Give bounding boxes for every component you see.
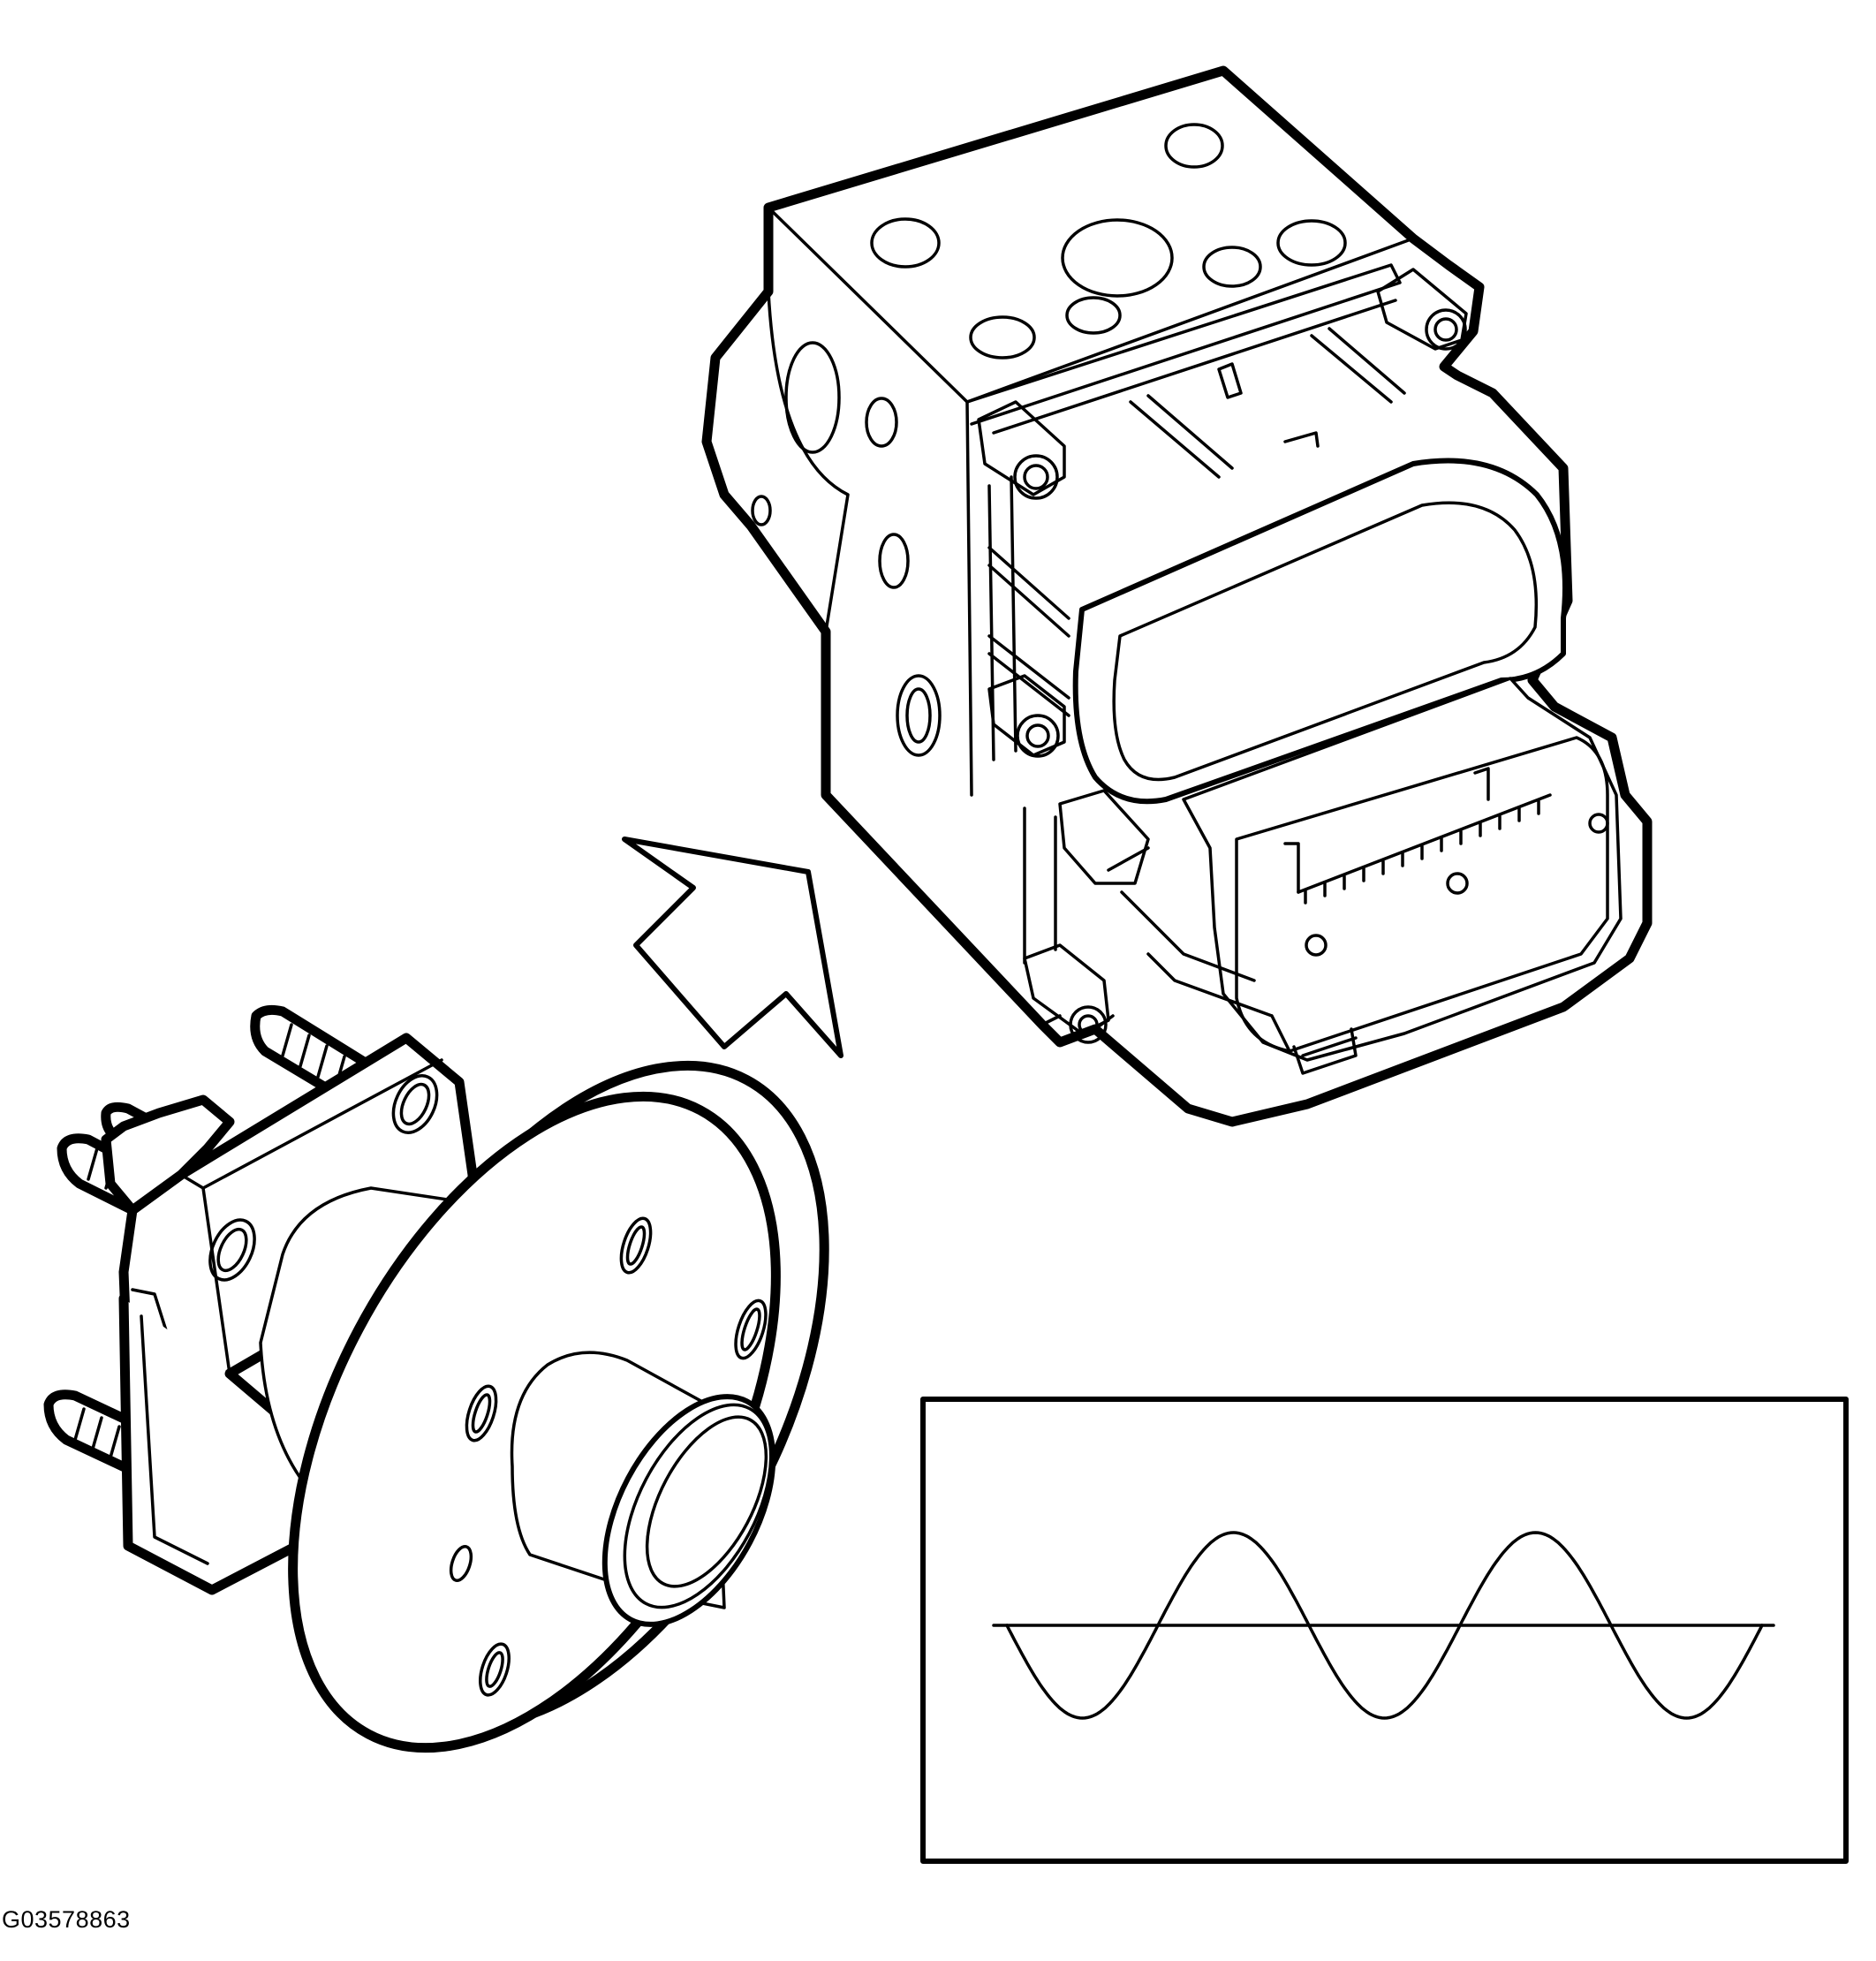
wheel-hub-bearing-assembly — [43, 1004, 829, 1753]
signal-panel-frame — [920, 1397, 1849, 1864]
hub-lug-hole-3 — [465, 1384, 498, 1442]
hub-lug-hole-5-inner — [485, 1651, 504, 1688]
hub-lug-hole-2 — [734, 1298, 768, 1360]
abs-side-face-curve — [767, 290, 850, 633]
abs-connector-housing — [1182, 677, 1623, 1062]
figure-id-label: G03578863 — [2, 1906, 131, 1933]
abs-frame-tab-2 — [1283, 431, 1320, 448]
flange-bolt-hole-2 — [208, 1218, 256, 1282]
abs-bolt-top-right — [1376, 268, 1468, 351]
abs-connector-screw-1 — [1588, 813, 1609, 834]
hub-lug-hole-3-inner — [471, 1393, 492, 1434]
abs-frame-rail — [965, 263, 1402, 426]
abs-port-5 — [1202, 246, 1262, 288]
hub-pilot-ring — [623, 1403, 773, 1609]
abs-connector-pins — [1297, 793, 1552, 905]
abs-bolt-upper-left — [977, 400, 1066, 500]
abs-lower-bracket — [1058, 789, 1256, 982]
abs-side-port-2 — [865, 397, 898, 448]
abs-port-1 — [1164, 123, 1224, 169]
abs-port-3 — [1061, 218, 1174, 298]
wheel-speed-signal-panel — [920, 1397, 1849, 1864]
abs-port-4 — [1276, 219, 1347, 267]
abs-bottom-tab — [1292, 1027, 1358, 1075]
hub-rear-boss — [101, 1094, 235, 1215]
abs-side-port-5 — [896, 674, 942, 757]
hub-lug-hole-4 — [449, 1544, 473, 1583]
abs-lower-bracket-2 — [1023, 806, 1291, 1053]
abs-control-cover-lip — [1073, 608, 1097, 779]
hub-lug-hole-1 — [619, 1216, 653, 1275]
signal-sine-waveform — [1005, 1531, 1764, 1720]
abs-modulator-module — [701, 65, 1653, 1127]
abs-connector-screw-2 — [1446, 872, 1469, 895]
abs-port-6 — [1065, 296, 1122, 335]
abs-connector-face — [1235, 736, 1609, 1053]
abs-frame-rail-inner — [992, 299, 1397, 435]
flange-bolt-hole-2-inner — [216, 1227, 248, 1273]
signal-direction-arrow — [622, 837, 843, 1058]
abs-bolt-lower-left — [1023, 943, 1110, 1044]
abs-side-ladder — [987, 475, 1070, 761]
hub-lug-hole-1-inner — [625, 1225, 647, 1266]
flange-bolt-hole-1-inner — [399, 1082, 431, 1126]
hub-lug-hole-5 — [479, 1642, 511, 1697]
abs-control-cover-inner — [1112, 501, 1539, 782]
flange-bolt-hole-1 — [391, 1074, 439, 1134]
abs-lower-edge — [1040, 1014, 1115, 1031]
abs-frame-tab — [1217, 362, 1243, 399]
abs-side-port-4 — [878, 533, 910, 589]
abs-frame-bracket-2 — [1310, 327, 1406, 404]
abs-connector-screw-3 — [1305, 934, 1328, 957]
abs-port-2 — [870, 217, 941, 269]
abs-side-port-1 — [784, 341, 841, 454]
abs-connector-latch — [1283, 767, 1490, 894]
hub-pilot-bore — [645, 1415, 768, 1588]
hub-pilot-flange — [601, 1394, 776, 1627]
abs-frame-bracket-1 — [1129, 394, 1234, 479]
abs-side-port-5-inner — [905, 687, 932, 744]
hub-lug-hole-2-inner — [740, 1307, 761, 1352]
abs-front-vertical-edge — [965, 400, 973, 797]
abs-port-7 — [969, 315, 1036, 360]
abs-side-port-3 — [751, 495, 772, 526]
